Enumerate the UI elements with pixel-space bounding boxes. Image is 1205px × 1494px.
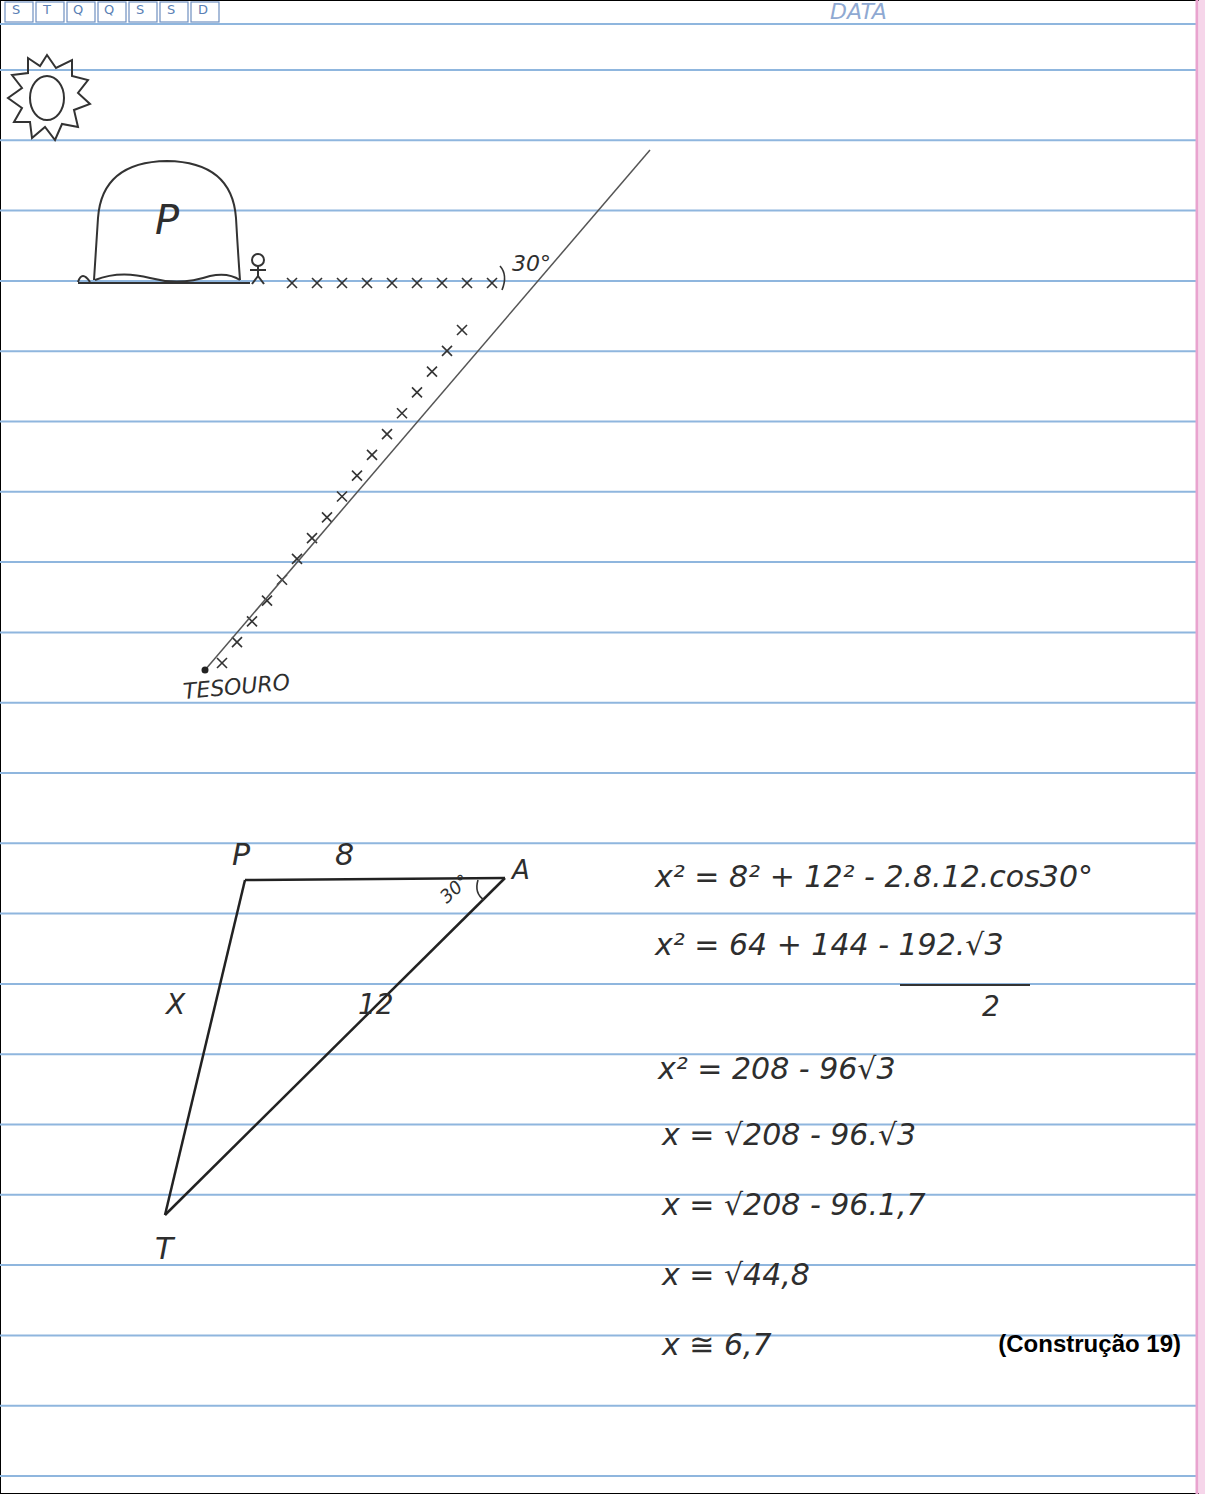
side-label: 12 xyxy=(358,990,394,1021)
side-label: X xyxy=(166,990,185,1021)
rock-label: P xyxy=(155,197,179,243)
figure-caption: (Construção 19) xyxy=(998,1330,1181,1358)
vertex-label: A xyxy=(512,856,530,885)
angle-label: 30° xyxy=(436,871,473,907)
weekday-box: S xyxy=(167,3,175,17)
date-header: DATA xyxy=(830,0,887,24)
equation-line: x = √44,8 xyxy=(662,1258,810,1291)
side-label: 8 xyxy=(335,838,354,871)
angle-label: 30° xyxy=(512,252,551,276)
weekday-box: S xyxy=(12,3,20,17)
vertex-label: T xyxy=(155,1232,173,1265)
vertex-label: P xyxy=(232,838,250,871)
equation-line: x² = 64 + 144 - 192.√3 xyxy=(655,928,1004,961)
treasure-label: TESOURO xyxy=(182,671,291,704)
weekday-box: S xyxy=(136,3,144,17)
equation-line: x = √208 - 96.√3 xyxy=(662,1118,916,1151)
equation-line: x² = 208 - 96√3 xyxy=(658,1052,896,1085)
equation-line: x = √208 - 96.1,7 xyxy=(662,1188,926,1221)
weekday-box: Q xyxy=(104,3,114,17)
equation-line: 2 xyxy=(982,992,1000,1023)
weekday-box: D xyxy=(198,3,208,17)
rock-outline: P xyxy=(92,158,242,282)
equation-line: x ≅ 6,7 xyxy=(662,1328,772,1361)
equation-line: x² = 8² + 12² - 2.8.12.cos30° xyxy=(655,860,1093,893)
weekday-box: Q xyxy=(73,3,83,17)
weekday-box: T xyxy=(43,3,51,17)
